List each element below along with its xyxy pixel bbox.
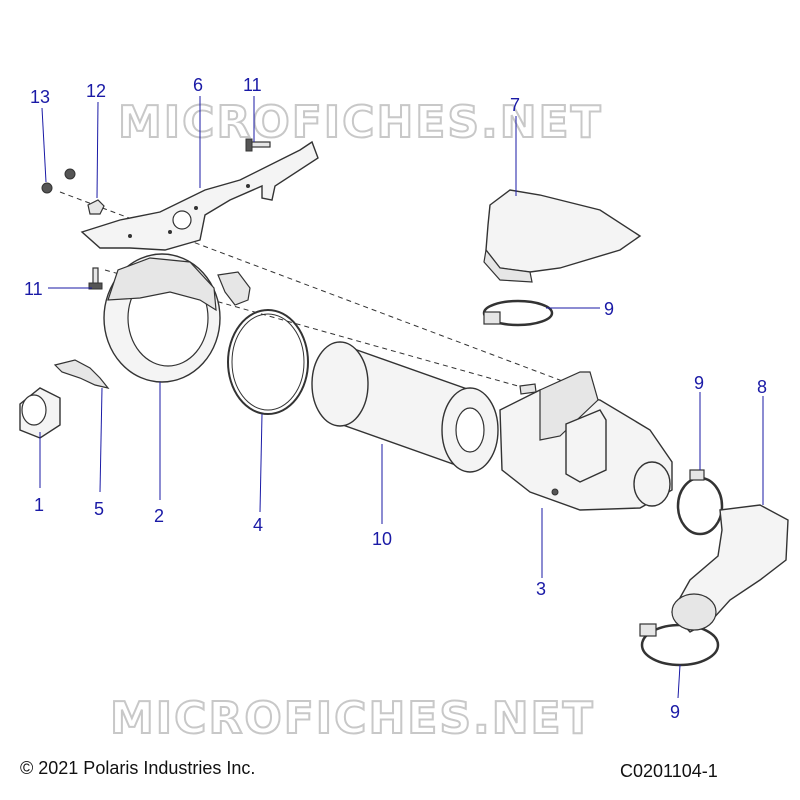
callout-9-mid: 9 xyxy=(694,373,704,393)
callout-5: 5 xyxy=(94,499,104,519)
clip-part-5 xyxy=(53,359,110,389)
callout-9-top: 9 xyxy=(604,299,614,319)
diagram-code: C0201104-1 xyxy=(620,761,718,781)
leader-13 xyxy=(41,107,47,183)
callout-1: 1 xyxy=(34,495,44,515)
callout-9-bottom: 9 xyxy=(670,702,680,722)
callout-7: 7 xyxy=(510,95,520,115)
seal-ring-part-4 xyxy=(227,309,309,415)
callout-8: 8 xyxy=(757,377,767,397)
leader-5 xyxy=(99,387,103,493)
housing-cap-part-2 xyxy=(103,253,221,383)
bolt-part-11-top xyxy=(245,138,271,152)
watermark-top: MICROFICHES.NET xyxy=(118,97,603,148)
airbox-part-3 xyxy=(499,371,673,511)
callout-2: 2 xyxy=(154,506,164,526)
clamp-part-9-bottom xyxy=(639,623,720,667)
callout-3: 3 xyxy=(536,579,546,599)
copyright-text: © 2021 Polaris Industries Inc. xyxy=(20,758,255,778)
callout-10: 10 xyxy=(372,529,392,549)
watermark-bottom: MICROFICHES.NET xyxy=(110,693,595,744)
callout-11-left: 11 xyxy=(24,279,43,299)
leader-12 xyxy=(96,101,99,199)
callout-4: 4 xyxy=(253,515,263,535)
intake-elbow-part-7 xyxy=(483,189,642,283)
clamp-part-9-mid xyxy=(676,469,724,536)
clamp-part-9-top xyxy=(482,299,554,327)
callout-6: 6 xyxy=(193,75,203,95)
clip-upper xyxy=(217,271,251,306)
callout-13: 13 xyxy=(30,87,50,107)
ring-part-1 xyxy=(19,387,61,439)
bolt-part-11-left xyxy=(88,267,103,290)
nut-part-12 xyxy=(87,199,105,215)
leader-4 xyxy=(259,413,263,513)
callout-11-top: 11 xyxy=(243,75,262,95)
leader-9-bottom xyxy=(677,664,681,699)
callout-12: 12 xyxy=(86,81,106,101)
screw-part-13 xyxy=(41,168,76,194)
bracket-part-6 xyxy=(80,140,319,251)
outlet-hose-part-8 xyxy=(671,504,789,633)
filter-element-part-10 xyxy=(311,341,499,473)
